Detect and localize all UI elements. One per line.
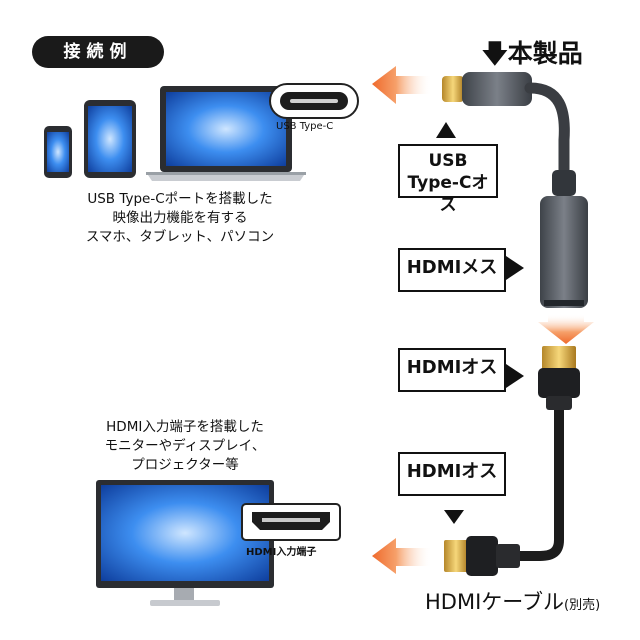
arrow-left-icon [372, 538, 432, 574]
box-line: Type-Cオス [407, 173, 489, 215]
cable-label-main: HDMIケーブル [425, 590, 565, 614]
caption-line: USB Type-Cポートを搭載した [87, 191, 273, 207]
arrow-down-icon [444, 510, 464, 524]
arrow-left-icon [372, 66, 432, 104]
hdmi-cable-label: HDMIケーブル(別売) [425, 586, 600, 616]
connection-example-badge: 接続例 [32, 36, 164, 68]
product-title-text: 本製品 [507, 39, 583, 68]
product-title: 🡇本製品 [482, 34, 583, 78]
hdmi-male-label-box-bottom: HDMIオス [398, 452, 506, 496]
source-device-caption: USB Type-Cポートを搭載した 映像出力機能を有する スマホ、タブレット、… [60, 190, 300, 247]
smartphone-icon [44, 126, 72, 178]
tablet-icon [84, 100, 136, 178]
caption-line: 映像出力機能を有する [112, 210, 248, 226]
usbc-port-icon [269, 83, 359, 119]
hdmi-male-connector-icon [444, 536, 520, 576]
arrow-down-icon [538, 314, 594, 344]
monitor-icon [96, 480, 274, 606]
caption-line: HDMI入力端子を搭載した [106, 419, 264, 435]
caption-line: スマホ、タブレット、パソコン [85, 229, 275, 245]
hdmi-port-icon [241, 503, 341, 541]
caption-line: モニターやディスプレイ、 [104, 438, 266, 454]
usbc-male-label-box: USB Type-Cオス [398, 144, 498, 215]
hdmi-female-label-box: HDMIメス [398, 248, 506, 292]
cable-label-note: (別売) [564, 598, 601, 613]
laptop-icon [146, 86, 306, 181]
hdmi-female-adapter-icon [540, 170, 588, 308]
hdmi-port-label: HDMI入力端子 [246, 547, 317, 558]
display-device-caption: HDMI入力端子を搭載した モニターやディスプレイ、 プロジェクター等 [70, 418, 300, 475]
usbc-connector-icon [442, 72, 570, 176]
caption-line: プロジェクター等 [131, 457, 239, 473]
pointer-triangle-icon [506, 364, 524, 388]
pointer-triangle-icon [506, 256, 524, 280]
arrow-down-icon: 🡇 [482, 39, 508, 68]
hdmi-male-connector-icon [520, 346, 580, 561]
usbc-port-label: USB Type-C [276, 121, 334, 132]
hdmi-male-label-box-top: HDMIオス [398, 348, 506, 392]
box-line: USB [428, 151, 468, 171]
arrow-up-icon [436, 122, 456, 138]
